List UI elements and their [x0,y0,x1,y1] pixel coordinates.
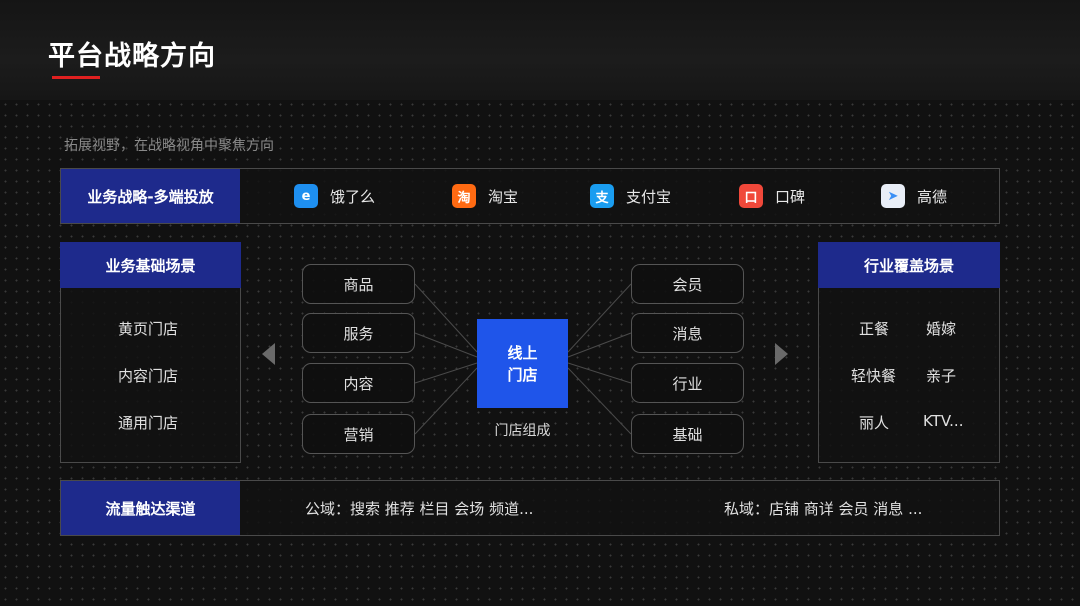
industry-scene-item: 轻快餐 [851,367,897,385]
industry-scene-item: 婚嫁 [926,320,957,338]
header-band [0,0,1080,100]
title-underline [52,76,100,79]
industry-scene-item: KTV... [923,412,964,430]
component-pill-content[interactable]: 内容 [302,363,415,403]
online-store-line1: 线上 [507,343,538,362]
component-pill-basic[interactable]: 基础 [631,414,744,454]
traffic-row-label: 流量触达渠道 [61,481,240,535]
taobao-icon: 淘 [452,184,476,208]
private-domain-channels: 私域：店铺 商详 会员 消息 ... [724,500,923,518]
component-pill-goods[interactable]: 商品 [302,264,415,304]
strategy-row-label: 业务战略-多端投放 [61,169,240,223]
platform-taobao[interactable]: 淘 淘宝 [452,183,518,209]
koubei-icon: 口 [739,184,763,208]
arrow-right-icon [775,343,788,365]
basic-scene-item: 通用门店 [118,414,179,432]
public-domain-channels: 公域：搜索 推荐 栏目 会场 频道... [305,500,534,518]
component-pill-service[interactable]: 服务 [302,313,415,353]
component-pill-member[interactable]: 会员 [631,264,744,304]
amap-icon: ➤ [881,184,905,208]
basic-scene-item: 内容门店 [118,367,179,385]
industry-scene-item: 正餐 [859,320,890,338]
platform-eleme[interactable]: e 饿了么 [294,183,375,209]
component-pill-message[interactable]: 消息 [631,313,744,353]
industry-scene-item: 丽人 [859,414,890,432]
industry-scenes-label: 行业覆盖场景 [818,242,1000,288]
platform-label: 高德 [917,187,948,206]
eleme-icon: e [294,184,318,208]
industry-scene-item: 亲子 [926,367,957,385]
arrow-left-icon [262,343,275,365]
platform-label: 淘宝 [488,187,519,206]
platform-label: 支付宝 [626,187,672,206]
component-pill-industry[interactable]: 行业 [631,363,744,403]
component-pill-marketing[interactable]: 营销 [302,414,415,454]
platform-label: 饿了么 [330,187,376,206]
online-store-line2: 门店 [507,365,538,384]
platform-amap[interactable]: ➤ 高德 [881,183,947,209]
store-composition-caption: 门店组成 [494,423,551,439]
platform-koubei[interactable]: 口 口碑 [739,183,805,209]
alipay-icon: 支 [590,184,614,208]
platform-label: 口碑 [775,187,806,206]
page-title: 平台战略方向 [48,41,216,72]
page-subtitle: 拓展视野，在战略视角中聚焦方向 [64,138,274,154]
basic-scenes-label: 业务基础场景 [60,242,241,288]
online-store-block[interactable]: 线上 门店 [477,319,568,408]
platform-alipay[interactable]: 支 支付宝 [590,183,671,209]
basic-scene-item: 黄页门店 [118,320,179,338]
